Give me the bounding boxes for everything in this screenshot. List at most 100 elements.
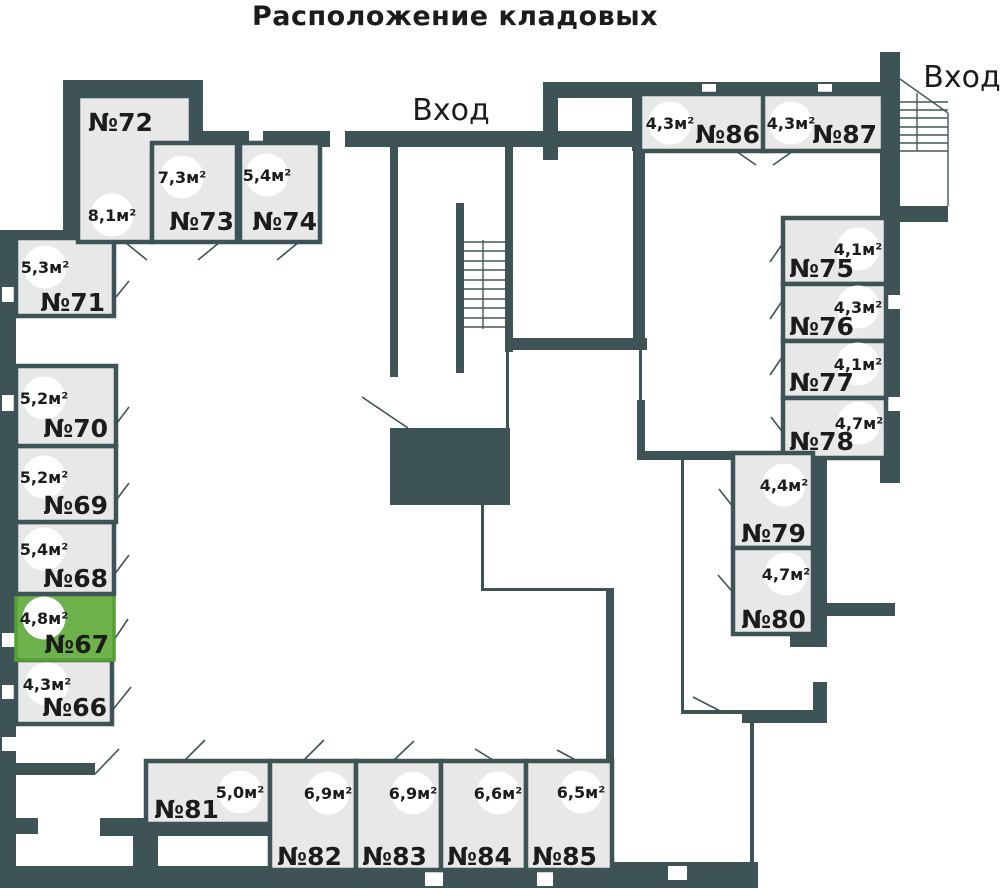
room-number-label: №69 xyxy=(43,491,108,520)
room-73[interactable]: 7,3м² №73 xyxy=(149,140,240,245)
wall-segment xyxy=(681,460,684,713)
room-area-label: 4,3м² xyxy=(646,114,694,133)
room-number-label: №84 xyxy=(447,842,512,871)
room-71[interactable]: 5,3м² №71 xyxy=(13,235,117,319)
wall-segment xyxy=(813,682,827,723)
window-notch xyxy=(425,872,443,886)
room-number-label: №73 xyxy=(169,207,234,236)
room-number-label: №82 xyxy=(277,842,342,871)
room-area-label: 5,2м² xyxy=(20,468,68,487)
room-number-label: №87 xyxy=(812,120,877,149)
area-badge xyxy=(836,227,880,271)
wall-segment xyxy=(456,203,464,373)
central-stairs-icon xyxy=(463,240,505,329)
room-67[interactable]: 4,8м² №67 xyxy=(14,592,116,662)
room-number-label: №79 xyxy=(741,519,806,548)
room-area-label: 6,9м² xyxy=(389,784,437,803)
window-notch xyxy=(2,287,16,302)
wall-segment xyxy=(750,723,754,867)
area-badge xyxy=(22,596,66,640)
room-area-label: 4,1м² xyxy=(834,355,882,374)
room-82[interactable]: 6,9м² №82 xyxy=(267,758,359,873)
room-area-label: 4,3м² xyxy=(23,675,71,694)
window-notch xyxy=(885,397,900,411)
room-84[interactable]: 6,6м² №84 xyxy=(438,758,529,873)
room-area-label: 6,5м² xyxy=(557,783,605,802)
wall-segment xyxy=(0,230,16,866)
room-83[interactable]: 6,9м² №83 xyxy=(353,758,444,873)
room-area-label: 4,3м² xyxy=(834,298,882,317)
area-badge xyxy=(90,193,134,237)
room-area-label: 5,0м² xyxy=(216,783,264,802)
room-number-label: №68 xyxy=(43,564,108,593)
window-notch xyxy=(2,395,16,411)
wall-segment xyxy=(505,147,513,352)
room-area-label: 8,1м² xyxy=(88,206,136,225)
wall-segment xyxy=(681,710,742,714)
room-68[interactable]: 5,4м² №68 xyxy=(13,519,117,597)
room-number-label: №70 xyxy=(43,414,108,443)
wall-segment xyxy=(639,350,642,402)
area-badge xyxy=(648,101,692,145)
wall-segment xyxy=(481,505,484,591)
room-number-label: №71 xyxy=(40,288,105,317)
room-area-label: 4,1м² xyxy=(834,240,882,259)
room-number-label: №83 xyxy=(362,842,427,871)
area-badge xyxy=(22,376,66,420)
area-badge xyxy=(306,771,350,815)
page-title: Расположение кладовых xyxy=(252,1,658,32)
window-notch xyxy=(2,737,16,751)
wall-segment xyxy=(543,82,558,160)
wall-segment xyxy=(898,206,948,222)
room-area-label: 4,7м² xyxy=(835,414,883,433)
room-number-label: №76 xyxy=(789,312,854,341)
wall-segment xyxy=(813,455,827,647)
room-area-label: 5,4м² xyxy=(20,540,68,559)
room-area-label: 6,6м² xyxy=(474,784,522,803)
area-badge xyxy=(218,770,262,814)
room-area-label: 5,3м² xyxy=(21,258,69,277)
room-69[interactable]: 5,2м² №69 xyxy=(13,443,119,525)
room-area-label: 4,8м² xyxy=(20,609,68,628)
wall-segment xyxy=(133,836,158,866)
area-badge xyxy=(764,552,808,596)
room-number-label: №67 xyxy=(44,630,109,659)
room-area-label: 5,4м² xyxy=(243,166,291,185)
wall-segment xyxy=(481,588,612,591)
window-notch xyxy=(885,295,900,309)
area-badge xyxy=(559,770,603,814)
window-notch xyxy=(2,633,16,647)
wall-segment xyxy=(827,603,895,616)
room-74[interactable]: 5,4м² №74 xyxy=(237,140,323,245)
room-number-label: №74 xyxy=(252,207,317,236)
entrance-stairs-icon xyxy=(899,78,949,206)
room-area-label: 5,2м² xyxy=(20,389,68,408)
room-area-label: 6,9м² xyxy=(304,784,352,803)
window-notch xyxy=(2,685,16,699)
room-number-label: №80 xyxy=(741,605,806,634)
room-number-label: №77 xyxy=(789,368,854,397)
room-area-label: 4,7м² xyxy=(762,565,810,584)
area-badge xyxy=(391,771,435,815)
wall-segment xyxy=(16,763,95,775)
room-number-label: №81 xyxy=(154,795,219,824)
area-badge xyxy=(769,101,813,145)
window-notch xyxy=(537,872,553,886)
room-area-label: 7,3м² xyxy=(158,168,206,187)
wall-segment xyxy=(637,451,738,460)
room-70[interactable]: 5,2м² №70 xyxy=(13,363,119,449)
window-notch xyxy=(668,866,687,880)
room-80[interactable]: 4,7м² №80 xyxy=(730,545,816,637)
wall-segment xyxy=(790,634,813,647)
